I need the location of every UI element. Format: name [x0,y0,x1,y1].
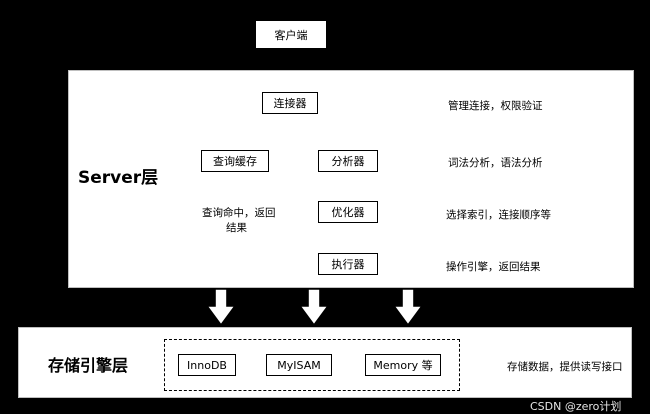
engine-innodb: InnoDB [178,354,236,376]
executor-node: 执行器 [318,253,378,275]
query-cache-node: 查询缓存 [201,150,269,172]
storage-note: 存储数据，提供读写接口 [507,361,623,373]
analyzer-note: 词法分析，语法分析 [448,157,543,169]
storage-layer-label: 存储引擎层 [48,356,129,375]
watermark: CSDN @zero计划 [530,400,622,413]
server-layer-label: Server层 [78,168,159,188]
cache-note-line2: 结果 [226,222,247,234]
connector-node: 连接器 [262,92,318,114]
optimizer-note: 选择索引，连接顺序等 [446,209,551,221]
connector-note: 管理连接，权限验证 [448,100,543,112]
server-layer-panel [68,70,634,288]
analyzer-node: 分析器 [318,150,378,172]
engine-group [164,339,460,391]
cache-note-line1: 查询命中，返回 [202,207,276,219]
layer-down-arrow-3 [392,288,424,327]
layer-down-arrow-2 [298,288,330,327]
executor-note: 操作引擎，返回结果 [446,261,541,273]
engine-memory: Memory 等 [365,354,441,376]
layer-down-arrow-1 [205,288,237,327]
optimizer-node: 优化器 [318,201,378,223]
client-node: 客户端 [255,20,327,49]
engine-myisam: MyISAM [266,354,332,376]
